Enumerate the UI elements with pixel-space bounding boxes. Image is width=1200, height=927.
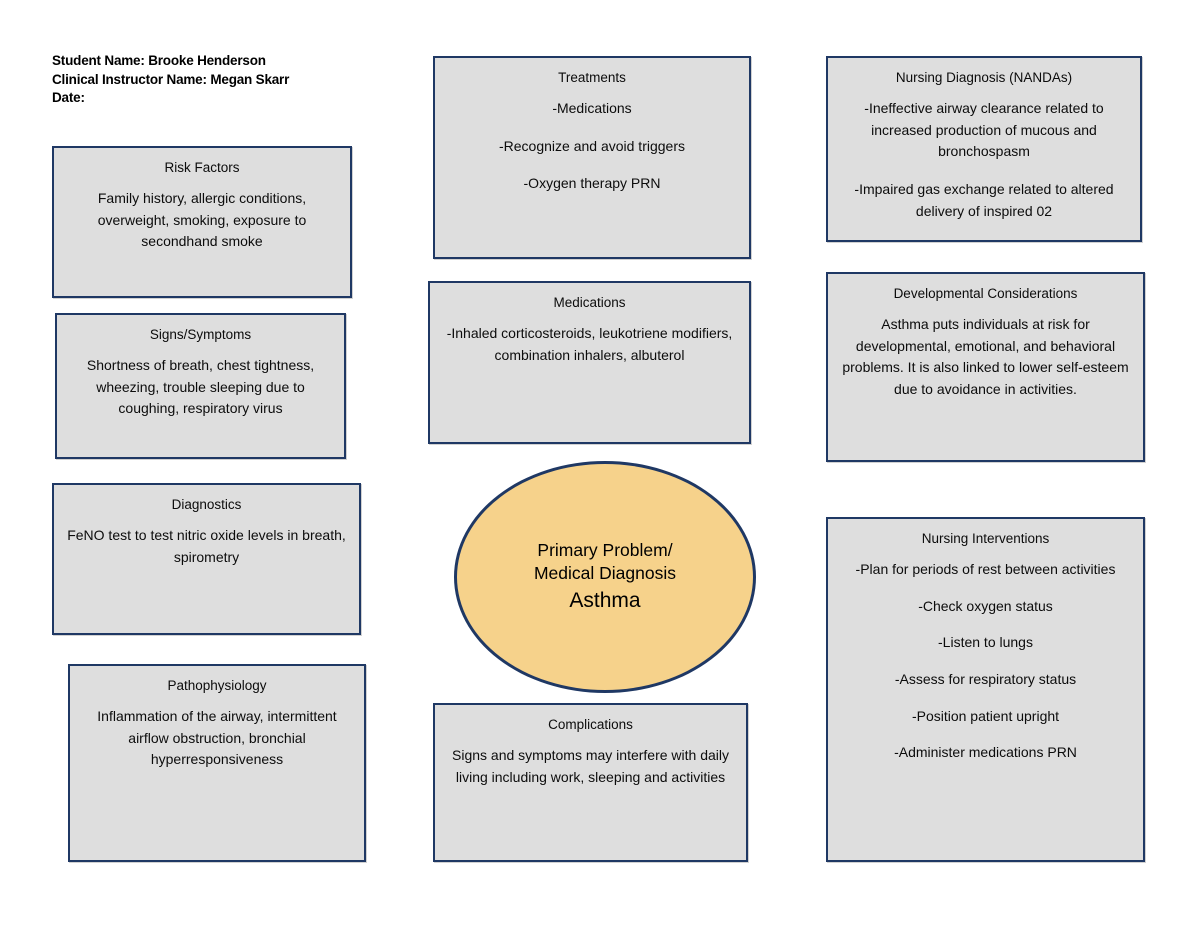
central-node-line-1: Primary Problem/ <box>537 540 673 561</box>
box-nursing-diagnosis: Nursing Diagnosis (NANDAs) -Ineffective … <box>826 56 1142 242</box>
student-header-block: Student Name: Brooke Henderson Clinical … <box>52 52 289 108</box>
student-name-line: Student Name: Brooke Henderson <box>52 53 266 68</box>
box-complications: Complications Signs and symptoms may int… <box>433 703 748 862</box>
box-title-medications: Medications <box>553 295 626 310</box>
box-body-developmental-considerations: Asthma puts individuals at risk for deve… <box>842 315 1129 397</box>
box-treatments: Treatments -Medications -Recognize and a… <box>433 56 751 259</box>
box-title-pathophysiology: Pathophysiology <box>167 678 267 693</box>
box-signs-symptoms: Signs/Symptoms Shortness of breath, ches… <box>55 313 346 459</box>
central-node-diagnosis: Asthma <box>569 589 641 613</box>
box-body-pathophysiology: Inflammation of the airway, intermittent… <box>97 707 337 768</box>
box-title-nursing-diagnosis: Nursing Diagnosis (NANDAs) <box>895 70 1073 85</box>
box-title-complications: Complications <box>548 717 633 732</box>
box-body-diagnostics: FeNO test to test nitric oxide levels in… <box>67 526 346 565</box>
nursing-intervention-item-6: -Administer medications PRN <box>894 744 1077 761</box>
box-title-nursing-interventions: Nursing Interventions <box>921 531 1050 546</box>
nursing-diagnosis-item-2: -Impaired gas exchange related to altere… <box>854 180 1114 219</box>
nursing-intervention-item-5: -Position patient upright <box>911 707 1060 724</box>
treatments-item-2: -Recognize and avoid triggers <box>499 137 685 154</box>
box-medications: Medications -Inhaled corticosteroids, le… <box>428 281 751 444</box>
central-node-line-2: Medical Diagnosis <box>533 563 676 584</box>
box-body-risk-factors: Family history, allergic conditions, ove… <box>97 189 307 250</box>
nursing-diagnosis-item-1: -Ineffective airway clearance related to… <box>864 99 1104 160</box>
box-title-developmental-considerations: Developmental Considerations <box>893 286 1078 301</box>
box-body-signs-symptoms: Shortness of breath, chest tightness, wh… <box>86 356 315 417</box>
box-title-risk-factors: Risk Factors <box>164 160 240 175</box>
box-nursing-interventions: Nursing Interventions -Plan for periods … <box>826 517 1145 862</box>
nursing-intervention-item-1: -Plan for periods of rest between activi… <box>855 560 1116 577</box>
treatments-item-3: -Oxygen therapy PRN <box>523 175 661 192</box>
box-developmental-considerations: Developmental Considerations Asthma puts… <box>826 272 1145 462</box>
nursing-intervention-item-4: -Assess for respiratory status <box>894 670 1077 687</box>
central-node-primary-problem: Primary Problem/ Medical Diagnosis Asthm… <box>454 461 756 693</box>
box-diagnostics: Diagnostics FeNO test to test nitric oxi… <box>52 483 361 635</box>
box-title-signs-symptoms: Signs/Symptoms <box>149 327 252 342</box>
box-title-treatments: Treatments <box>558 70 626 85</box>
date-line: Date: <box>52 90 85 106</box>
box-body-complications: Signs and symptoms may interfere with da… <box>452 746 729 785</box>
nursing-intervention-item-3: -Listen to lungs <box>938 634 1033 651</box>
treatments-item-1: -Medications <box>552 99 632 116</box>
box-body-medications: -Inhaled corticosteroids, leukotriene mo… <box>446 324 733 363</box>
box-pathophysiology: Pathophysiology Inflammation of the airw… <box>68 664 366 862</box>
box-risk-factors: Risk Factors Family history, allergic co… <box>52 146 352 298</box>
box-title-diagnostics: Diagnostics <box>171 497 242 512</box>
nursing-intervention-item-2: -Check oxygen status <box>918 597 1053 614</box>
instructor-name-line: Clinical Instructor Name: Megan Skarr <box>52 71 290 87</box>
